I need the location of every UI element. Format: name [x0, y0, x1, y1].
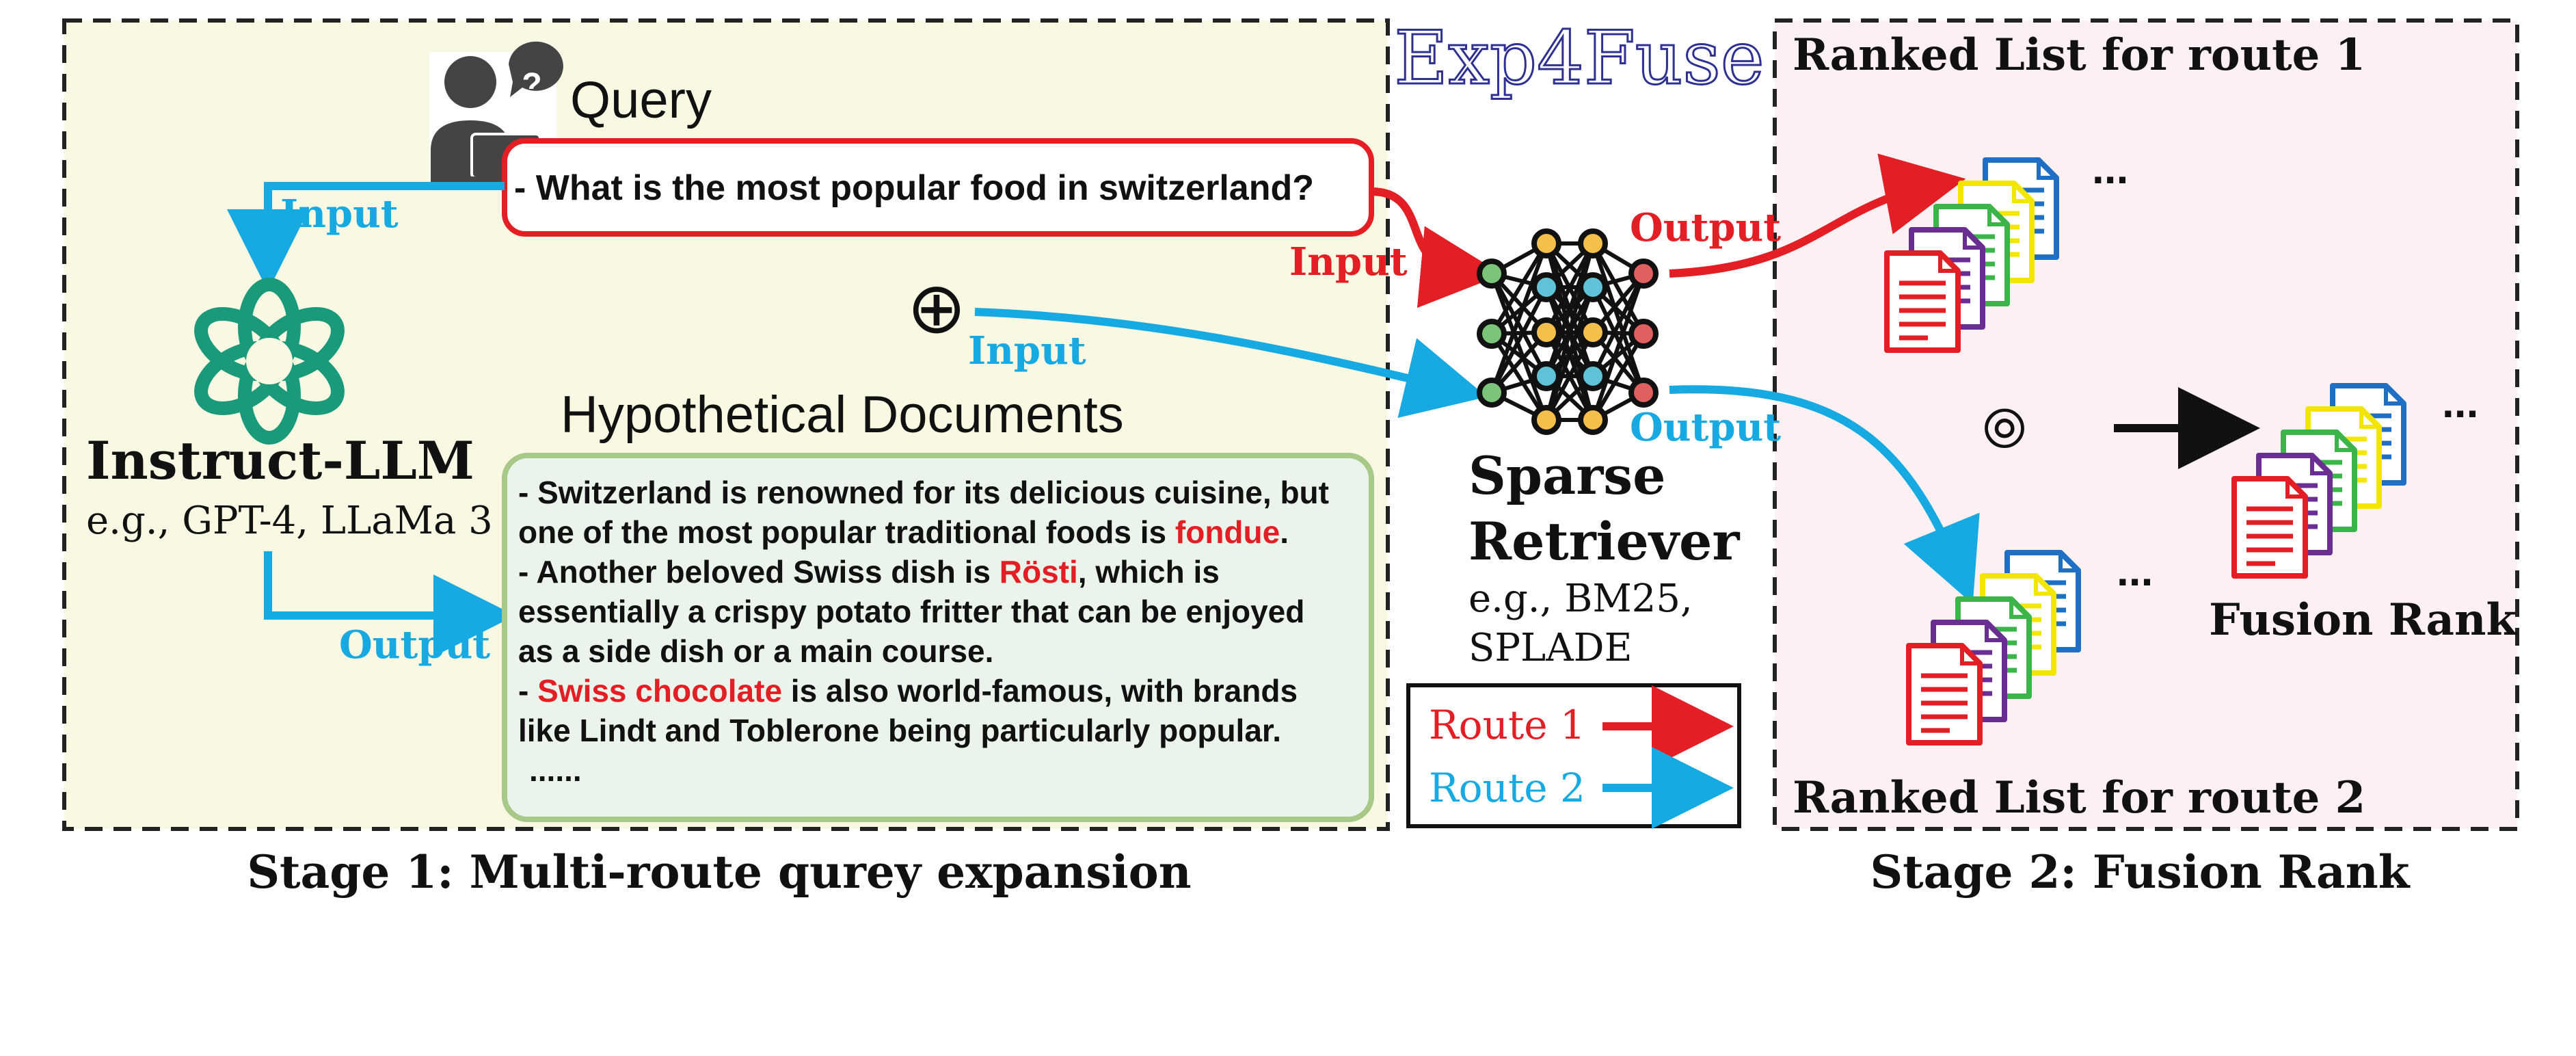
neural-network-icon	[1477, 228, 1659, 435]
hypo-line-8: ......	[529, 752, 582, 788]
ranked-list-2-label: Ranked List for route 2	[1793, 772, 2365, 823]
hypo-line-4: essentially a crispy potato fritter that…	[518, 594, 1304, 629]
legend-route2-label: Route 2	[1429, 765, 1585, 811]
hypo-line-5: as a side dish or a main course.	[518, 633, 993, 669]
document-stack-icon	[1906, 550, 2081, 745]
llm-name: Instruct-LLM	[86, 430, 474, 491]
hypo-line-6: - Swiss chocolate is also world-famous, …	[518, 673, 1298, 709]
hypo-line-7: like Lindt and Toblerone being particula…	[518, 713, 1281, 748]
diagram-title: Exp4Fuse	[1394, 16, 1764, 101]
query-label: Query	[570, 71, 712, 129]
hypo-docs-text: - Switzerland is renowned for its delici…	[518, 475, 1329, 788]
ellipsis-3: ...	[2442, 378, 2478, 427]
arrow-concat-to-retriever	[974, 308, 1488, 419]
arrow-retriever-to-list2	[1669, 385, 1980, 605]
input-label-concat: Input	[968, 328, 1086, 373]
retriever-examples-1: e.g., BM25,	[1468, 577, 1693, 621]
hypo-docs-box	[502, 453, 1374, 822]
openai-logo-icon	[194, 278, 345, 445]
concat-symbol: ⊕	[907, 269, 966, 348]
fusion-rank-label: Fusion Rank	[2209, 594, 2517, 646]
input-label-retriever: Input	[1289, 239, 1408, 285]
arrow-query-to-retriever	[1371, 187, 1503, 308]
ellipsis-1: ...	[2092, 144, 2128, 193]
arrow-llm-to-docs	[264, 551, 515, 657]
output-label-retriever-1: Output	[1630, 205, 1781, 250]
llm-examples: e.g., GPT-4, LLaMa 3	[86, 499, 493, 543]
arrow-query-to-llm	[227, 182, 505, 291]
retriever-name-1: Sparse	[1468, 445, 1665, 506]
hypo-line-1: - Switzerland is renowned for its delici…	[518, 475, 1329, 510]
legend-route1-label: Route 1	[1429, 702, 1585, 748]
document-stack-icon	[2231, 383, 2406, 579]
query-text: - What is the most popular food in switz…	[514, 168, 1314, 208]
arrow-retriever-to-list1	[1669, 153, 1966, 278]
output-label-llm: Output	[339, 622, 490, 668]
hypo-line-3: - Another beloved Swiss dish is Rösti, w…	[518, 554, 1220, 590]
fusion-symbol: ⦾	[1983, 398, 2026, 459]
retriever-name-2: Retriever	[1468, 511, 1740, 572]
hypo-line-2: one of the most popular traditional food…	[518, 514, 1289, 550]
document-stack-icon	[1884, 157, 2059, 353]
svg-text:?: ?	[522, 67, 541, 103]
stage2-caption: Stage 2: Fusion Rank	[1870, 845, 2410, 899]
input-label-llm: Input	[280, 192, 399, 237]
stage1-caption: Stage 1: Multi-route qurey expansion	[247, 845, 1191, 899]
retriever-examples-2: SPLADE	[1468, 626, 1632, 670]
hypo-title: Hypothetical Documents	[561, 386, 1124, 444]
output-label-retriever-2: Output	[1630, 405, 1781, 450]
ellipsis-2: ...	[2117, 546, 2153, 595]
ranked-list-1-label: Ranked List for route 1	[1793, 29, 2365, 81]
